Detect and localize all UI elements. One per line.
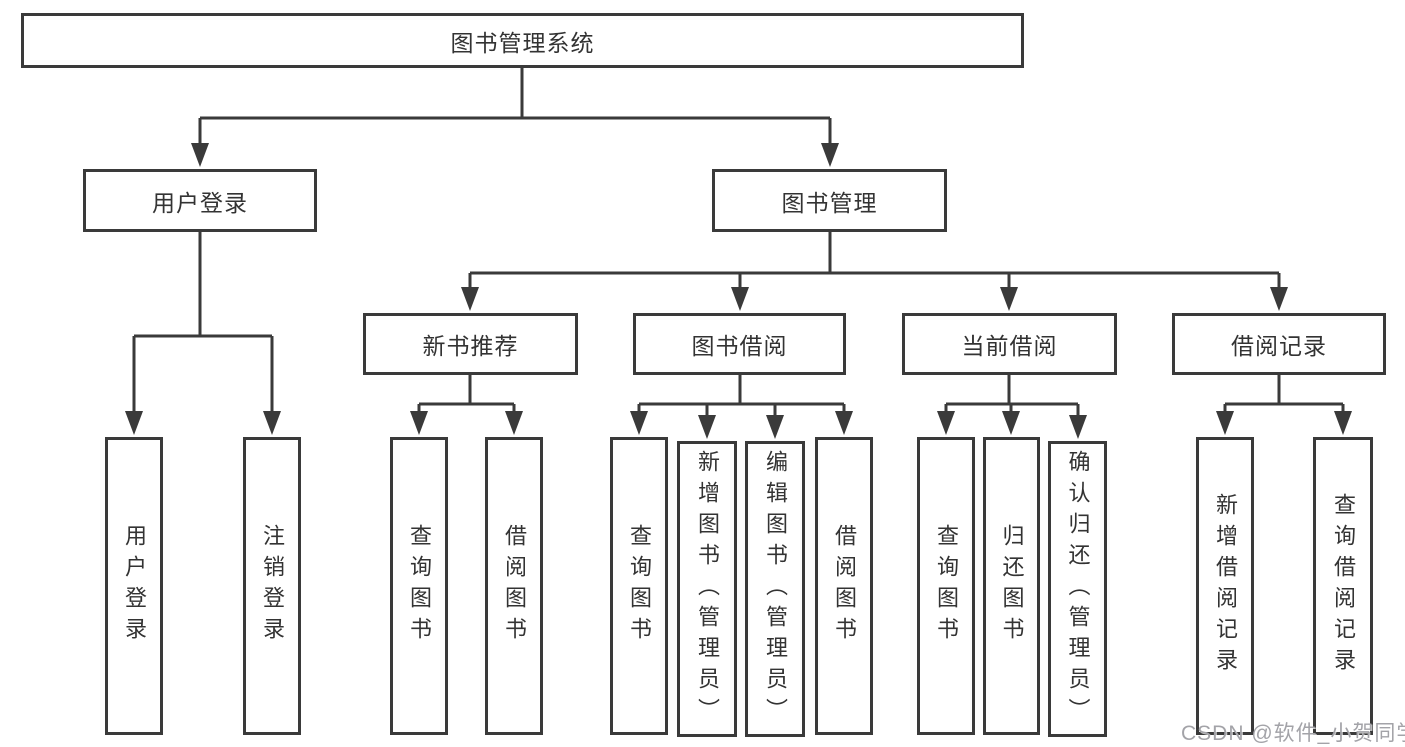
leaf-borrowing-borrow-books: 借阅图书: [815, 437, 873, 735]
connector-borrow-records-children: [1216, 375, 1352, 435]
leaf-records-query-borrow-record: 查询借阅记录: [1313, 437, 1373, 735]
leaf-newbook-query-books-label: 查询图书: [407, 524, 432, 648]
connector-root-to-level2: [191, 68, 839, 167]
leaf-borrowing-edit-books-admin-label: 编辑图书（管理员）: [763, 449, 788, 729]
connector-book-management-children: [461, 232, 1288, 311]
connector-new-book-children: [410, 375, 523, 435]
leaf-borrowing-add-books-admin: 新增图书（管理员）: [677, 441, 737, 737]
leaf-newbook-borrow-books-label: 借阅图书: [502, 524, 527, 648]
leaf-user-login-label: 用户登录: [122, 524, 147, 648]
node-current-borrowing: 当前借阅: [902, 313, 1117, 375]
leaf-newbook-borrow-books: 借阅图书: [485, 437, 543, 735]
node-book-management: 图书管理: [712, 169, 947, 232]
leaf-user-login: 用户登录: [105, 437, 163, 735]
node-new-book-recommend: 新书推荐: [363, 313, 578, 375]
node-book-borrowing: 图书借阅: [633, 313, 846, 375]
node-book-borrowing-label: 图书借阅: [691, 333, 788, 359]
leaf-current-confirm-return-admin-label: 确认归还（管理员）: [1065, 449, 1091, 729]
csdn-watermark: CSDN @软件_小贺同学: [1181, 722, 1405, 745]
connector-book-borrowing-children: [630, 375, 853, 439]
leaf-current-return-books-label: 归还图书: [999, 524, 1025, 648]
node-user-login: 用户登录: [83, 169, 317, 232]
leaf-records-query-borrow-record-label: 查询借阅记录: [1331, 493, 1356, 679]
node-user-login-label: 用户登录: [152, 189, 248, 216]
node-borrow-records-label: 借阅记录: [1231, 333, 1327, 359]
connector-user-login-children: [125, 232, 281, 435]
leaf-borrowing-query-books: 查询图书: [610, 437, 668, 735]
leaf-records-add-borrow-record: 新增借阅记录: [1196, 437, 1254, 735]
leaf-current-query-books-label: 查询图书: [934, 524, 959, 648]
leaf-borrowing-query-books-label: 查询图书: [627, 524, 652, 648]
leaf-current-query-books: 查询图书: [917, 437, 975, 735]
leaf-records-add-borrow-record-label: 新增借阅记录: [1213, 493, 1238, 679]
node-new-book-recommend-label: 新书推荐: [422, 333, 519, 359]
root-node-label: 图书管理系统: [450, 29, 595, 56]
leaf-logout-label: 注销登录: [260, 524, 285, 648]
node-book-management-label: 图书管理: [781, 189, 878, 216]
leaf-newbook-query-books: 查询图书: [390, 437, 448, 735]
leaf-borrowing-borrow-books-label: 借阅图书: [832, 524, 857, 648]
leaf-logout: 注销登录: [243, 437, 301, 735]
leaf-borrowing-add-books-admin-label: 新增图书（管理员）: [695, 449, 720, 729]
leaf-current-return-books: 归还图书: [983, 437, 1040, 735]
node-borrow-records: 借阅记录: [1172, 313, 1386, 375]
node-current-borrowing-label: 当前借阅: [961, 333, 1058, 359]
leaf-borrowing-edit-books-admin: 编辑图书（管理员）: [745, 441, 805, 737]
root-node: 图书管理系统: [21, 13, 1024, 68]
connector-current-borrowing-children: [937, 375, 1087, 439]
leaf-current-confirm-return-admin: 确认归还（管理员）: [1048, 441, 1107, 737]
